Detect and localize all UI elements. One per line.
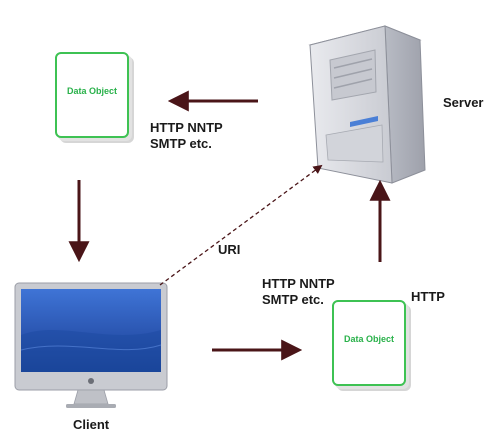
http-label: HTTP bbox=[411, 289, 445, 304]
data-object-top-label: Data Object bbox=[66, 86, 117, 96]
protocols-bottom-line1: HTTP NNTP bbox=[262, 276, 335, 291]
protocols-top-line2: SMTP etc. bbox=[150, 136, 212, 151]
server-label: Server bbox=[443, 95, 484, 110]
client-label: Client bbox=[73, 417, 110, 432]
client-computer-icon bbox=[14, 282, 168, 408]
protocols-top-line1: HTTP NNTP bbox=[150, 120, 223, 135]
uri-dashed-arrow bbox=[159, 164, 323, 286]
data-object-bottom-label: Data Object bbox=[343, 334, 394, 344]
data-object-bottom: Data Object bbox=[332, 300, 406, 386]
protocols-bottom-line2: SMTP etc. bbox=[262, 292, 324, 307]
server-icon bbox=[308, 25, 426, 184]
data-object-top: Data Object bbox=[55, 52, 129, 138]
uri-label: URI bbox=[218, 242, 241, 257]
